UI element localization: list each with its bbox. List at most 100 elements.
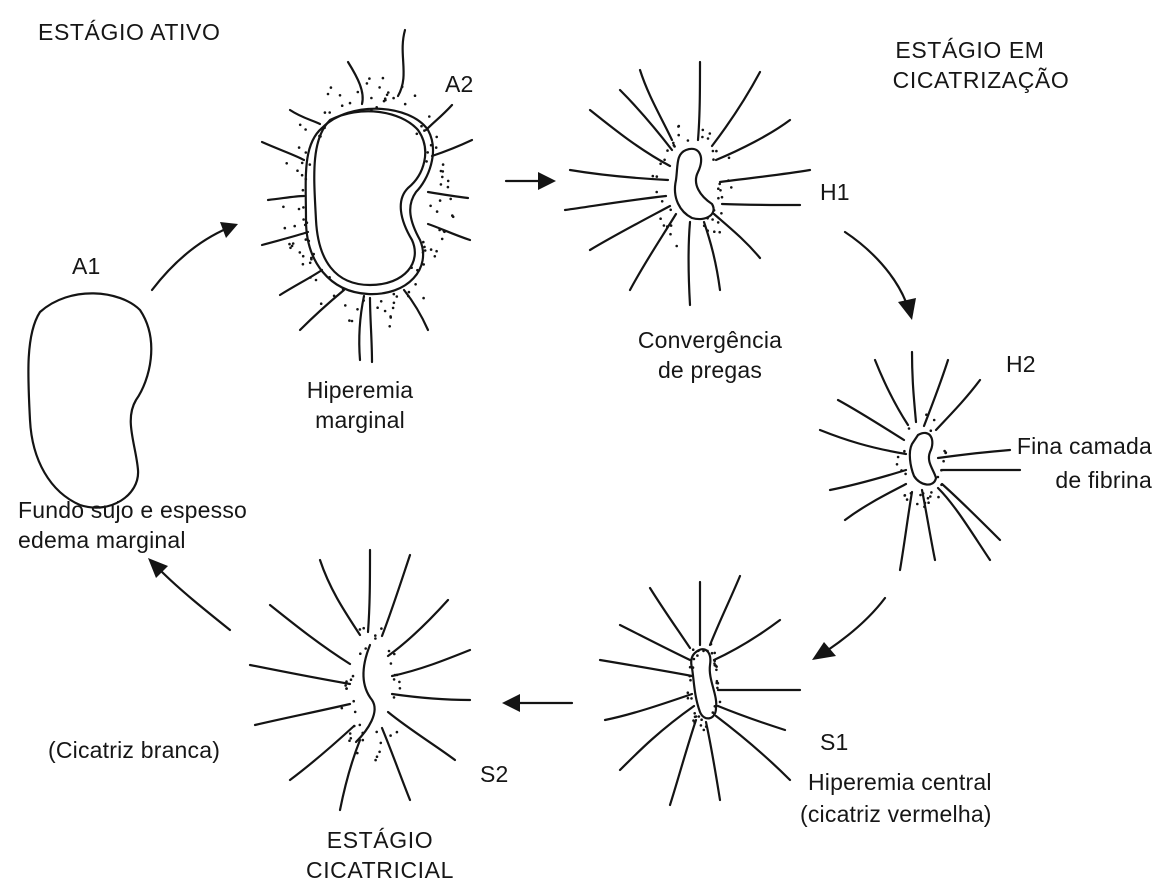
stipple-dot bbox=[661, 200, 664, 203]
stipple-dot bbox=[399, 687, 402, 690]
stipple-dot bbox=[393, 653, 396, 656]
arrow-s2-to-a1 bbox=[148, 558, 230, 630]
stipple-dot bbox=[927, 501, 930, 504]
stipple-dot bbox=[302, 263, 305, 266]
stipple-dot bbox=[423, 246, 426, 249]
stipple-dot bbox=[362, 299, 365, 302]
h1-dots bbox=[652, 125, 733, 248]
stipple-dot bbox=[443, 231, 446, 234]
stipple-dot bbox=[717, 187, 720, 190]
stipple-dot bbox=[693, 712, 696, 715]
stipple-dot bbox=[305, 238, 308, 241]
stipple-dot bbox=[380, 742, 383, 745]
stipple-dot bbox=[705, 725, 708, 728]
stipple-dot bbox=[720, 212, 723, 215]
stipple-dot bbox=[404, 103, 407, 106]
stipple-dot bbox=[308, 240, 311, 243]
stipple-dot bbox=[359, 724, 362, 727]
stipple-dot bbox=[677, 125, 680, 128]
stipple-dot bbox=[301, 162, 304, 165]
stipple-dot bbox=[390, 662, 393, 665]
stipple-dot bbox=[908, 427, 911, 430]
stipple-dot bbox=[306, 221, 309, 224]
h1-description-line1: Convergência bbox=[620, 326, 800, 355]
stipple-dot bbox=[434, 255, 437, 258]
stipple-dot bbox=[384, 310, 387, 313]
stipple-dot bbox=[702, 650, 705, 653]
stipple-dot bbox=[304, 224, 307, 227]
stipple-dot bbox=[345, 687, 348, 690]
stipple-dot bbox=[435, 250, 438, 253]
stipple-dot bbox=[713, 713, 716, 716]
stipple-dot bbox=[318, 135, 321, 138]
stipple-dot bbox=[687, 139, 690, 142]
stipple-dot bbox=[327, 93, 330, 96]
s1-scar-drawing bbox=[600, 576, 800, 805]
a2-description-line2: marginal bbox=[300, 406, 420, 435]
stipple-dot bbox=[659, 163, 662, 166]
stipple-dot bbox=[396, 731, 399, 734]
stipple-dot bbox=[416, 269, 419, 272]
stipple-dot bbox=[422, 297, 425, 300]
stipple-dot bbox=[396, 295, 399, 298]
stipple-dot bbox=[711, 218, 714, 221]
stipple-dot bbox=[719, 701, 722, 704]
stipple-dot bbox=[687, 691, 690, 694]
stage-healing-title-line2: CICATRIZAÇÃO bbox=[866, 66, 1096, 95]
stipple-dot bbox=[916, 503, 919, 506]
stipple-dot bbox=[323, 127, 326, 130]
stipple-dot bbox=[706, 650, 709, 653]
stipple-dot bbox=[689, 679, 692, 682]
stipple-dot bbox=[376, 755, 379, 758]
stipple-dot bbox=[451, 214, 454, 217]
stipple-dot bbox=[687, 697, 690, 700]
stipple-dot bbox=[374, 634, 377, 637]
stipple-dot bbox=[713, 230, 716, 233]
stipple-dot bbox=[380, 627, 383, 630]
stipple-dot bbox=[426, 151, 429, 154]
stipple-dot bbox=[422, 251, 425, 254]
stipple-dot bbox=[333, 295, 336, 298]
stipple-dot bbox=[345, 680, 348, 683]
stipple-dot bbox=[442, 163, 445, 166]
stipple-dot bbox=[320, 302, 323, 305]
node-code-h2: H2 bbox=[1006, 350, 1036, 379]
stipple-dot bbox=[940, 484, 943, 487]
stipple-dot bbox=[436, 210, 439, 213]
stipple-dot bbox=[330, 86, 333, 89]
stipple-dot bbox=[903, 494, 906, 497]
stipple-dot bbox=[435, 136, 438, 139]
stipple-dot bbox=[299, 124, 302, 127]
stage-active-title: ESTÁGIO ATIVO bbox=[38, 18, 220, 47]
stipple-dot bbox=[712, 150, 715, 153]
stipple-dot bbox=[350, 737, 353, 740]
stipple-dot bbox=[394, 674, 397, 677]
stipple-dot bbox=[370, 97, 373, 100]
s1-description-line2: (cicatriz vermelha) bbox=[800, 800, 992, 829]
stipple-dot bbox=[910, 492, 913, 495]
stipple-dot bbox=[439, 199, 442, 202]
h2-ulcer-drawing bbox=[820, 352, 1020, 570]
stipple-dot bbox=[666, 225, 669, 228]
stipple-dot bbox=[713, 652, 716, 655]
stipple-dot bbox=[904, 473, 907, 476]
stipple-dot bbox=[364, 647, 367, 650]
stipple-dot bbox=[349, 102, 352, 105]
stipple-dot bbox=[344, 684, 347, 687]
stipple-dot bbox=[315, 279, 318, 282]
stipple-dot bbox=[713, 209, 716, 212]
stipple-dot bbox=[423, 129, 426, 132]
arrow-h1-to-h2 bbox=[845, 232, 916, 320]
stipple-dot bbox=[416, 133, 419, 136]
node-code-s2: S2 bbox=[480, 760, 509, 789]
stipple-dot bbox=[414, 283, 417, 286]
stipple-dot bbox=[339, 94, 342, 97]
stipple-dot bbox=[362, 627, 365, 630]
stipple-dot bbox=[430, 144, 433, 147]
stipple-dot bbox=[940, 469, 943, 472]
arrow-a2-to-h1 bbox=[506, 172, 556, 190]
stipple-dot bbox=[375, 731, 378, 734]
stipple-dot bbox=[428, 115, 431, 118]
stipple-dot bbox=[663, 159, 666, 162]
stipple-dot bbox=[302, 218, 305, 221]
